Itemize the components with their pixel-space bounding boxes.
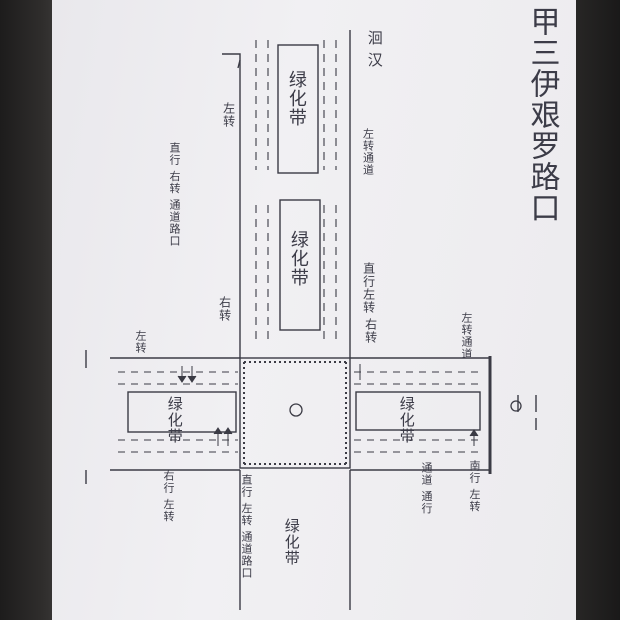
- top-label: 洄 汉: [365, 30, 384, 68]
- label-lower-right-1: 右转: [363, 318, 378, 344]
- west-median: [127, 391, 237, 433]
- label-lower-mid: 直行左转: [361, 262, 376, 314]
- label-west-turn: 左转: [134, 330, 147, 354]
- north-median-2: [279, 199, 321, 331]
- desk-right: [576, 0, 620, 620]
- label-south-right: 南行 左转: [468, 460, 481, 513]
- label-bottom-left: 右行 左转: [162, 470, 175, 523]
- north-median-1: [277, 44, 319, 174]
- median-label-1: 绿化带: [285, 70, 307, 127]
- label-upper-left-turn: 左转: [221, 102, 236, 128]
- sketch-title: 甲三伊艰罗路口: [524, 6, 560, 223]
- paper-sheet: [52, 0, 578, 620]
- label-lower-right-2: 左转通道: [460, 312, 473, 360]
- east-median: [355, 391, 481, 431]
- median-label-4: 绿化带: [397, 396, 416, 444]
- median-label-5: 绿化带: [282, 518, 301, 566]
- label-upper-mid: 左转通道: [361, 128, 375, 176]
- label-south-mid: 通道 通行: [420, 462, 433, 515]
- median-label-2: 绿化带: [287, 230, 309, 287]
- intersection-box: [239, 357, 351, 469]
- median-label-3: 绿化带: [165, 396, 184, 444]
- desk-left: [0, 0, 60, 620]
- label-upper-straight: 直行 右转 通道路口: [168, 142, 181, 247]
- label-bottom-mid: 直行 左转 通道路口: [240, 474, 253, 579]
- label-right-top: 右转: [217, 296, 232, 322]
